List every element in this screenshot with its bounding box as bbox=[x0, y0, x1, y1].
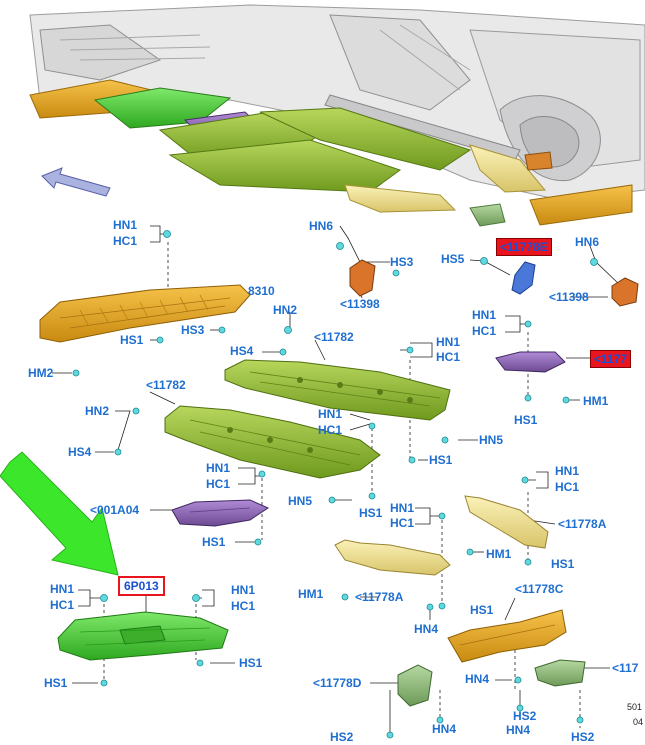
label-11782-a: <11782 bbox=[146, 378, 186, 392]
label-hn2-a: HN2 bbox=[85, 404, 110, 418]
label-hs1-g: HS1 bbox=[470, 603, 494, 617]
label-hs1-i: HS1 bbox=[44, 676, 68, 690]
label-hn1-h: HN1 bbox=[50, 582, 75, 596]
label-hc1-f: HC1 bbox=[555, 480, 580, 494]
label-hs2-c: HS2 bbox=[571, 730, 595, 744]
label-11778C: <11778C bbox=[515, 582, 564, 596]
label-hc1-e: HC1 bbox=[472, 324, 497, 338]
label-11398-b: <11398 bbox=[549, 290, 589, 304]
label-hs4-a: HS4 bbox=[68, 445, 92, 459]
label-hm1-c: HM1 bbox=[298, 587, 324, 601]
label-hn1-d: HN1 bbox=[318, 407, 343, 421]
part-11778E-blue-bracket bbox=[511, 261, 536, 295]
label-11778D: <11778D bbox=[313, 676, 362, 690]
label-hn4-a: HN4 bbox=[414, 622, 439, 636]
label-11778-right-highlight: <1177 bbox=[590, 350, 632, 368]
label-hn4-d: HN4 bbox=[432, 722, 457, 736]
label-hs1-b: HS1 bbox=[202, 535, 226, 549]
label-hs3-b: HS3 bbox=[390, 255, 414, 269]
part-11778A-yellow-center bbox=[334, 539, 451, 576]
corner-code-1: 501 bbox=[627, 702, 643, 712]
label-hc1-b: HC1 bbox=[206, 477, 231, 491]
label-hn5-b: HN5 bbox=[288, 494, 313, 508]
part-11398-right-bracket bbox=[611, 277, 639, 307]
label-11398-a: <11398 bbox=[340, 297, 380, 311]
vehicle-underbody-overview bbox=[29, 4, 645, 227]
label-hn6-a: HN6 bbox=[309, 219, 334, 233]
label-hn1-f: HN1 bbox=[555, 464, 580, 478]
label-hc1-d: HC1 bbox=[318, 423, 343, 437]
label-hs2-a: HS2 bbox=[513, 709, 537, 723]
part-001A04-purple-shield bbox=[171, 499, 270, 527]
part-117-sage-right bbox=[534, 659, 586, 687]
label-hs3-a: HS3 bbox=[181, 323, 205, 337]
clip-fastener-icon-group bbox=[72, 230, 598, 739]
label-hn6-b: HN6 bbox=[575, 235, 600, 249]
corner-code-2: 04 bbox=[633, 717, 644, 727]
part-11398-bracket bbox=[349, 259, 376, 297]
label-hs2-b: HS2 bbox=[330, 730, 354, 744]
label-hs1-d: HS1 bbox=[359, 506, 383, 520]
label-hs1-f: HS1 bbox=[551, 557, 575, 571]
label-hm2: HM2 bbox=[28, 366, 54, 380]
label-hn1-c: HN1 bbox=[436, 335, 461, 349]
part-11778A-yellow-right bbox=[464, 495, 549, 549]
label-hc1-h: HC1 bbox=[50, 598, 75, 612]
part-11778D-sage-bracket bbox=[397, 664, 433, 707]
green-pointer-arrow-icon bbox=[0, 451, 119, 576]
label-8310: 8310 bbox=[248, 284, 275, 298]
label-117-partial: <117 bbox=[612, 661, 639, 675]
label-11782-b: <11782 bbox=[314, 330, 354, 344]
label-hc1-i: HC1 bbox=[231, 599, 256, 613]
label-11778A-b: <11778A bbox=[355, 590, 404, 604]
label-hn1-g: HN1 bbox=[390, 501, 415, 515]
label-hs1-h: HS1 bbox=[239, 656, 263, 670]
part-11782-upper-green-shield bbox=[224, 359, 451, 421]
front-direction-arrow-icon bbox=[41, 167, 111, 197]
label-hn1-b: HN1 bbox=[206, 461, 231, 475]
label-hs1-c: HS1 bbox=[429, 453, 453, 467]
label-hs5: HS5 bbox=[441, 252, 465, 266]
label-hn1-e: HN1 bbox=[472, 308, 497, 322]
label-hn5-a: HN5 bbox=[479, 433, 504, 447]
part-8310-orange-shield bbox=[39, 284, 251, 343]
label-11778A-a: <11778A bbox=[558, 517, 607, 531]
label-hc1-c: HC1 bbox=[436, 350, 461, 364]
label-hs1-e: HS1 bbox=[514, 413, 538, 427]
label-hn1-i: HN1 bbox=[231, 583, 256, 597]
part-11778-purple-right bbox=[495, 351, 566, 373]
part-11778C-orange-shield bbox=[447, 609, 567, 663]
label-6P013-highlight: 6P013 bbox=[118, 576, 165, 596]
part-11782-lower-green-shield bbox=[164, 405, 381, 479]
label-hc1-g: HC1 bbox=[390, 516, 415, 530]
part-6P013-bright-green-shield bbox=[57, 611, 229, 661]
label-hc1-a: HC1 bbox=[113, 234, 138, 248]
label-hs1-a: HS1 bbox=[120, 333, 144, 347]
label-hm1-a: HM1 bbox=[583, 394, 609, 408]
label-hn1-a: HN1 bbox=[113, 218, 138, 232]
label-hn4-b: HN4 bbox=[465, 672, 490, 686]
label-hs4-b: HS4 bbox=[230, 344, 254, 358]
label-hm1-b: HM1 bbox=[486, 547, 512, 561]
label-hn2-b: HN2 bbox=[273, 303, 298, 317]
label-001A04: <001A04 bbox=[90, 503, 140, 517]
label-11778E-highlight: <11778E bbox=[496, 238, 552, 256]
label-hn4-c: HN4 bbox=[506, 723, 531, 737]
